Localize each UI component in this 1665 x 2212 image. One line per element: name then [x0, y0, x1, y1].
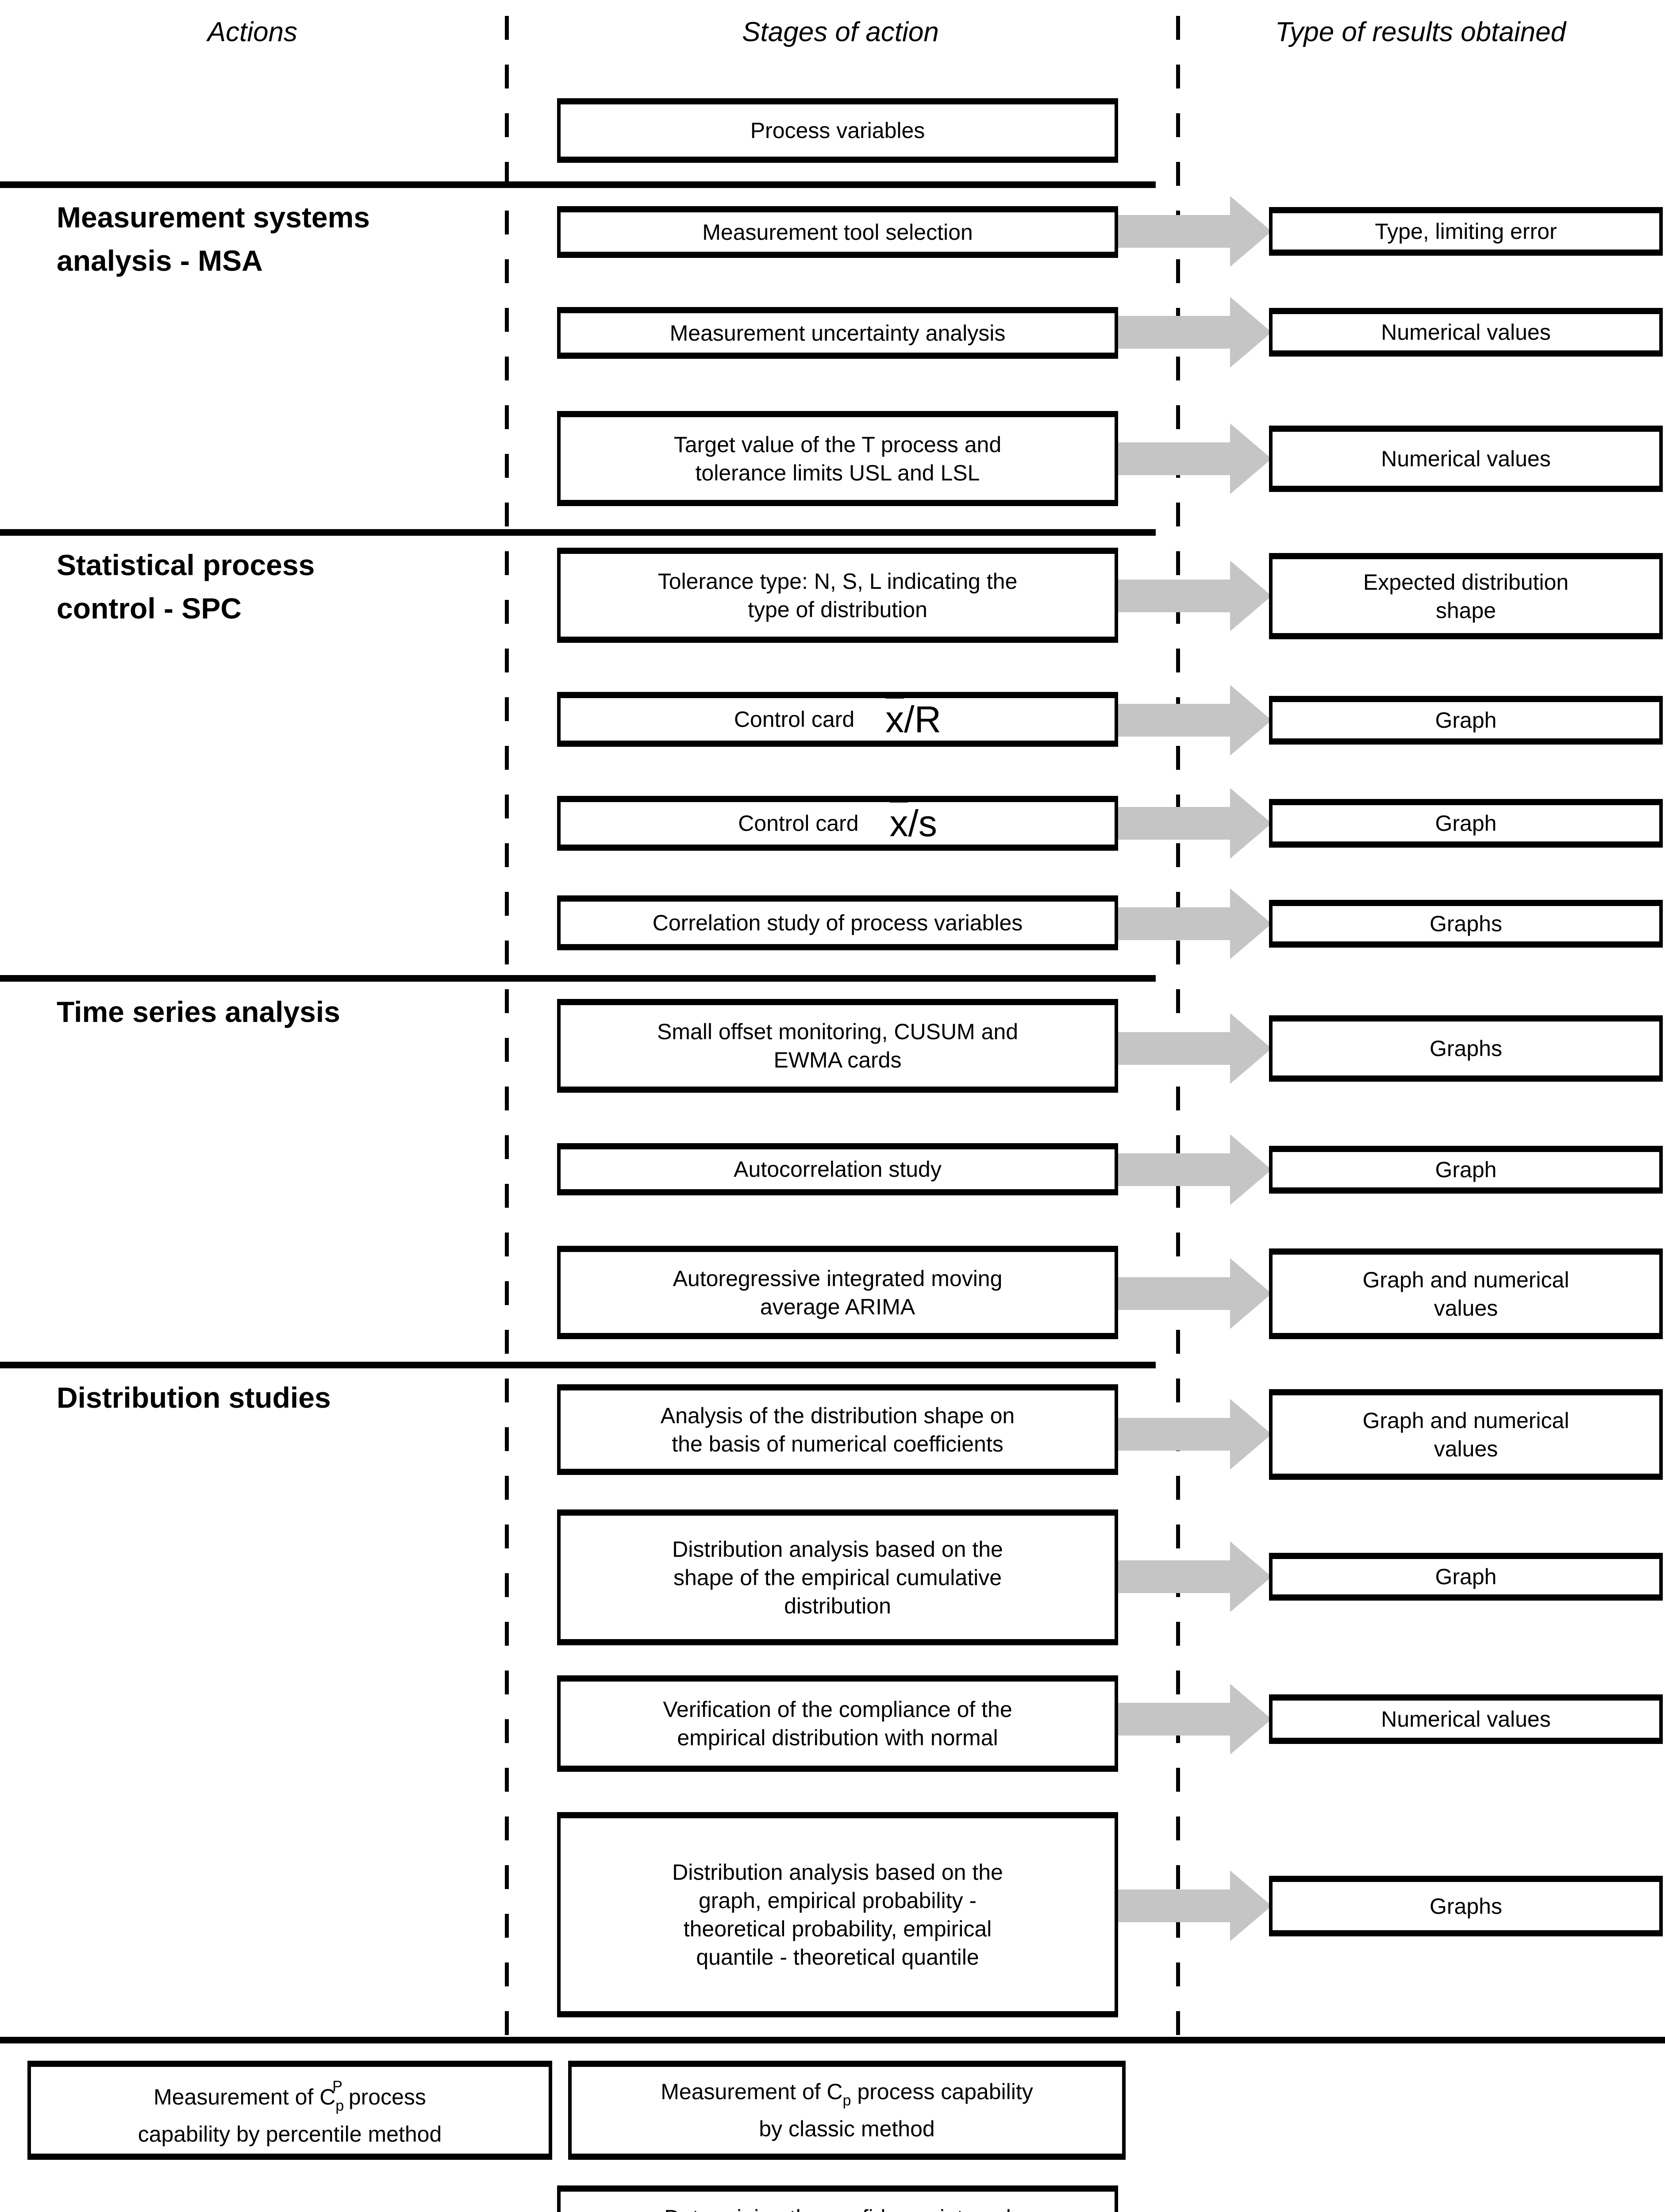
stage-box-process-variables: Process variables	[557, 98, 1118, 163]
result-box: Graph	[1269, 799, 1663, 848]
result-box: Graph and numerical values	[1269, 1389, 1663, 1480]
column-header-actions: Actions	[207, 17, 298, 47]
column-divider-line-left	[505, 16, 509, 2038]
section-divider-line	[0, 529, 1156, 536]
flow-arrow-icon	[1115, 788, 1272, 859]
flow-arrow-icon	[1115, 196, 1272, 267]
stage-box: Distribution analysis based on the shape…	[557, 1509, 1118, 1645]
stage-box: Small offset monitoring, CUSUM and EWMA …	[557, 999, 1118, 1093]
result-box: Numerical values	[1269, 1694, 1663, 1744]
stage-box: Correlation study of process variables	[557, 895, 1118, 950]
flow-arrow-icon	[1115, 1258, 1272, 1329]
flow-arrow-icon	[1115, 1399, 1272, 1470]
flow-arrow-icon	[1115, 297, 1272, 368]
control-card-label: Control card	[734, 707, 855, 732]
flow-arrow-icon	[1115, 888, 1272, 959]
bottom-box-percentile-method: Measurement of CpP process capability by…	[27, 2061, 552, 2160]
bottom-box-confidence-interval: Determining the confidence interval	[557, 2185, 1118, 2212]
result-box: Graph	[1269, 1553, 1663, 1601]
result-box: Graph and numerical values	[1269, 1248, 1663, 1339]
section-label-msa: Measurement systems analysis - MSA	[57, 201, 370, 277]
section-label-time-series: Time series analysis	[57, 995, 340, 1028]
column-header-stages: Stages of action	[742, 17, 939, 47]
control-card-formula: x/s	[889, 803, 937, 844]
result-box: Graphs	[1269, 1876, 1663, 1936]
control-card-label: Control card	[738, 811, 859, 836]
section-divider-line	[0, 1362, 1156, 1368]
section-label-spc: Statistical process control - SPC	[57, 549, 315, 625]
control-card-formula: x/R	[885, 699, 942, 740]
result-box: Numerical values	[1269, 426, 1663, 492]
flow-arrow-icon	[1115, 1870, 1272, 1941]
flow-arrow-icon	[1115, 685, 1272, 756]
flow-arrow-icon	[1115, 1684, 1272, 1755]
section-divider-line	[0, 975, 1156, 982]
classic-line1: Measurement of Cp process capability	[661, 2079, 1033, 2109]
stage-box: Distribution analysis based on the graph…	[557, 1812, 1118, 2017]
percentile-line2: capability by percentile method	[138, 2122, 442, 2147]
flow-arrow-icon	[1115, 1013, 1272, 1084]
result-box: Type, limiting error	[1269, 207, 1663, 256]
stage-box-control-card-xs: Control card x/s	[557, 796, 1118, 851]
stage-box: Measurement tool selection	[557, 206, 1118, 258]
column-header-results: Type of results obtained	[1275, 17, 1566, 47]
result-box: Numerical values	[1269, 308, 1663, 357]
stage-box: Verification of the compliance of the em…	[557, 1675, 1118, 1772]
flow-arrow-icon	[1115, 1134, 1272, 1205]
percentile-line1: Measurement of CpP process	[154, 2078, 426, 2114]
flow-arrow-icon	[1115, 561, 1272, 631]
result-box: Graphs	[1269, 900, 1663, 948]
result-box: Graph	[1269, 696, 1663, 745]
stage-box: Autoregressive integrated moving average…	[557, 1246, 1118, 1339]
stage-box-control-card-xr: Control card x/R	[557, 692, 1118, 747]
result-box: Graph	[1269, 1146, 1663, 1194]
stage-box: Measurement uncertainty analysis	[557, 307, 1118, 359]
result-box: Expected distribution shape	[1269, 553, 1663, 639]
section-divider-line	[0, 2037, 1665, 2043]
stage-box: Autocorrelation study	[557, 1143, 1118, 1195]
bottom-box-classic-method: Measurement of Cp process capability by …	[568, 2061, 1126, 2160]
flow-arrow-icon	[1115, 423, 1272, 494]
stage-box: Target value of the T process and tolera…	[557, 411, 1118, 506]
flow-arrow-icon	[1115, 1541, 1272, 1612]
section-label-distribution: Distribution studies	[57, 1381, 331, 1414]
classic-line2: by classic method	[759, 2116, 935, 2141]
section-divider-line	[0, 181, 1156, 188]
column-divider-line-right	[1176, 16, 1180, 2038]
stage-box: Tolerance type: N, S, L indicating the t…	[557, 548, 1118, 643]
result-box: Graphs	[1269, 1015, 1663, 1082]
stage-box: Analysis of the distribution shape on th…	[557, 1384, 1118, 1475]
